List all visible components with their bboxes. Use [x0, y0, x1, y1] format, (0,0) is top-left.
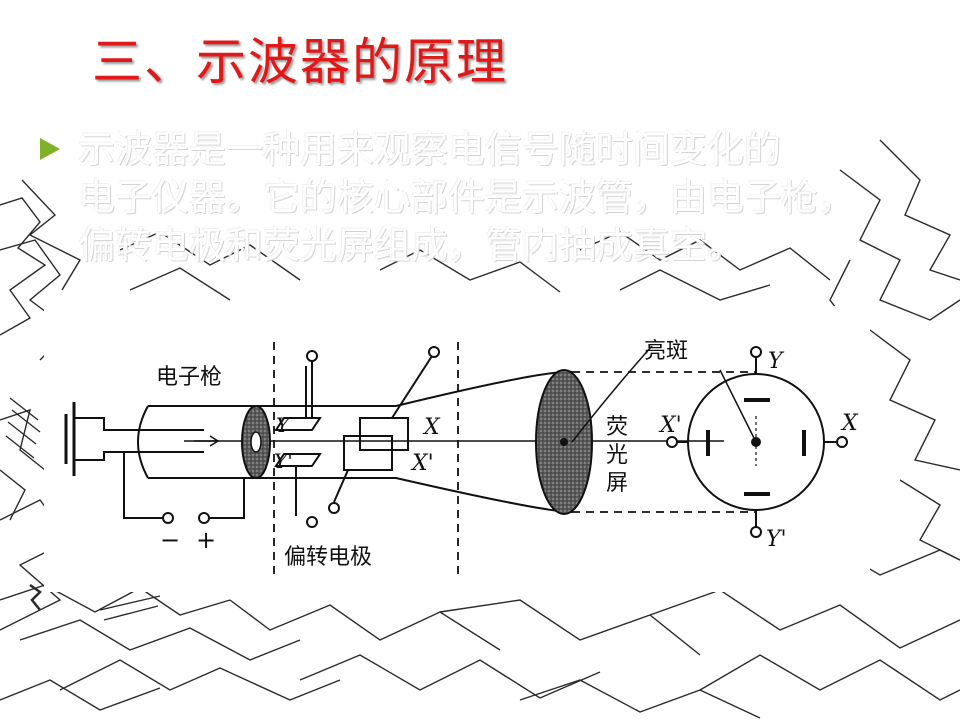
label-plus: + [196, 526, 216, 554]
diagram-background [44, 306, 870, 592]
battery-icon [64, 402, 76, 476]
label-bright-spot: 亮斑 [644, 339, 688, 364]
label-minus: − [160, 526, 180, 554]
bullet-line-1: 示波器是一种用来观察电信号随时间变化的 [78, 128, 781, 171]
label-deflection-electrodes: 偏转电极 [284, 545, 372, 570]
oscilloscope-diagram: 电子枪 偏转电极 亮斑 荧 光 屏 − + Y Y' X X' Y Y' X X… [44, 306, 870, 592]
label-screen-y-prime: Y' [766, 527, 787, 552]
label-screen-x: X [840, 411, 859, 436]
bullet-line-2: 电子仪器。它的核心部件是示波管，由电子枪， [78, 176, 855, 219]
y-plate-top [274, 417, 322, 431]
label-screen-x-prime: X' [658, 413, 682, 438]
label-screen-3: 屏 [606, 471, 628, 496]
x-plate-left [343, 435, 393, 471]
label-y-prime: Y' [274, 449, 293, 473]
bullet-paragraph: 示波器是一种用来观察电信号随时间变化的 电子仪器。它的核心部件是示波管，由电子枪… [78, 126, 958, 270]
bullet-arrow-icon [40, 138, 60, 160]
label-y: Y [276, 413, 291, 437]
label-screen-2: 光 [606, 443, 628, 468]
y-plate-bottom [274, 453, 322, 467]
slide-title: 三、示波器的原理 [92, 33, 508, 91]
label-x: X [422, 415, 441, 440]
electron-gun-body [137, 405, 256, 479]
bullet-line-3: 偏转电极和荧光屏组成，管内抽成真空。 [78, 224, 744, 267]
label-screen-1: 荧 [606, 415, 628, 440]
label-x-prime: X' [410, 451, 434, 476]
label-screen-y: Y [768, 349, 785, 374]
label-electron-gun: 电子枪 [156, 365, 222, 390]
